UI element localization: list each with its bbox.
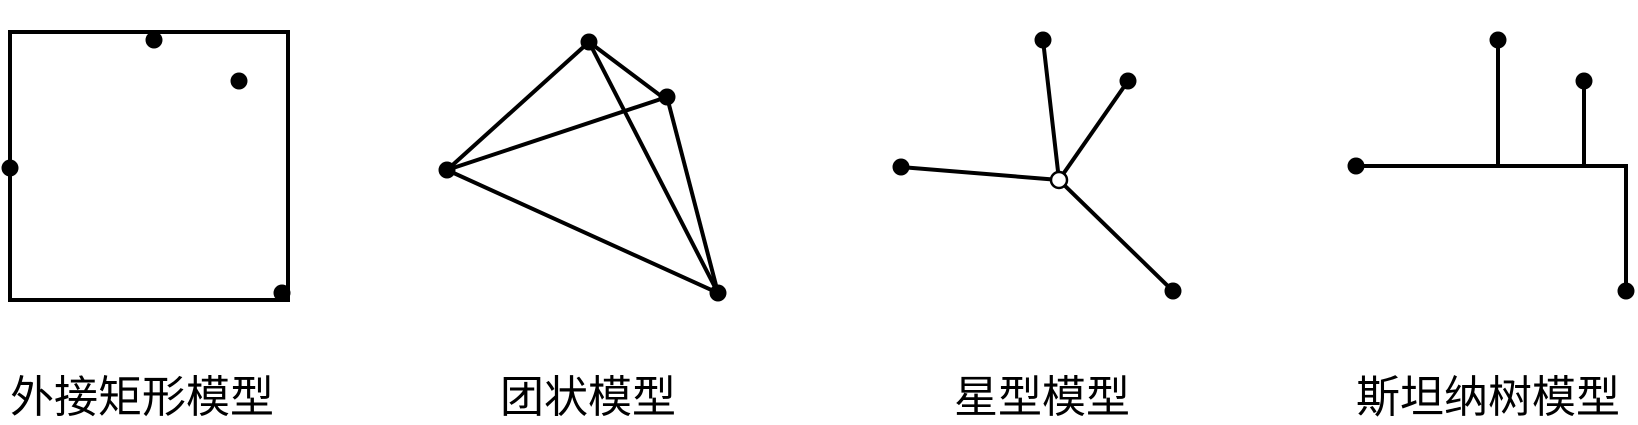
caption-steiner-tree: 斯坦纳树模型 — [1356, 372, 1620, 423]
bounding-rectangle-model: 外接矩形模型 — [1, 30, 291, 423]
caption-bounding-rectangle: 外接矩形模型 — [10, 372, 274, 423]
pin — [230, 72, 248, 90]
pin — [892, 158, 910, 176]
star-model: 星型模型 — [892, 31, 1182, 423]
pin — [1119, 72, 1137, 90]
pin — [1489, 31, 1507, 49]
clique-edge — [586, 39, 721, 296]
pin — [273, 284, 291, 302]
pin — [580, 33, 598, 51]
clique-model: 团状模型 — [438, 33, 727, 423]
bounding-rectangle — [8, 30, 290, 302]
pin — [438, 161, 456, 179]
pin — [709, 284, 727, 302]
pin — [1, 159, 19, 177]
clique-edge — [444, 39, 592, 173]
pin — [1575, 72, 1593, 90]
star-edge — [898, 164, 1062, 183]
clique-edge — [444, 167, 721, 296]
steiner-tree-model: 斯坦纳树模型 — [1347, 31, 1635, 423]
clique-edge — [664, 94, 721, 296]
pin — [145, 31, 163, 49]
caption-star: 星型模型 — [954, 372, 1130, 423]
pin — [658, 88, 676, 106]
clique-edge — [444, 94, 670, 173]
pin — [1164, 282, 1182, 300]
star-edge — [1056, 177, 1176, 294]
clique-edge — [586, 39, 664, 99]
pin — [1347, 157, 1365, 175]
star-edge — [1056, 78, 1131, 183]
star-hub-node — [1049, 170, 1069, 190]
star-edge — [1040, 37, 1062, 183]
pin — [1034, 31, 1052, 49]
caption-clique: 团状模型 — [500, 372, 676, 423]
pin — [1617, 282, 1635, 300]
